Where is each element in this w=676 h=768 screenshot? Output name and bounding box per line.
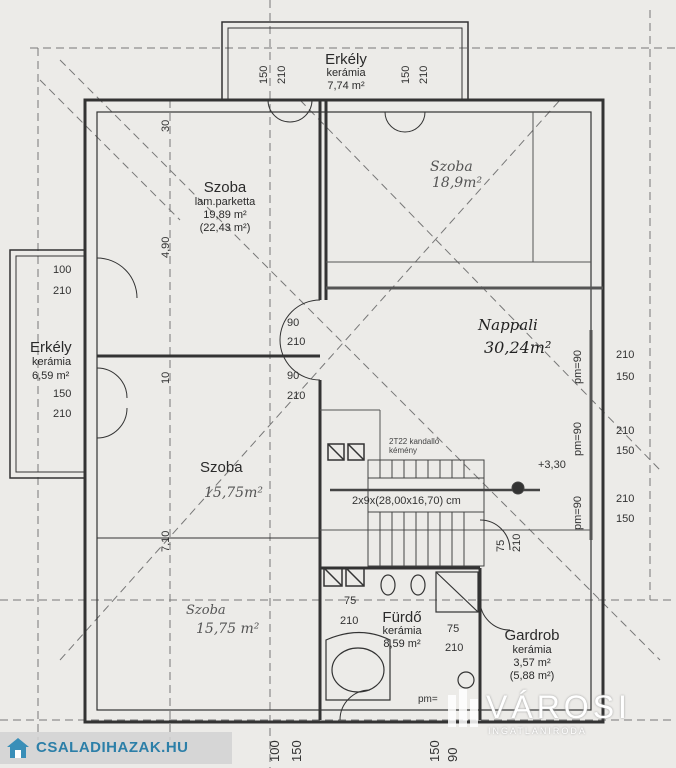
balcony-door-b-height: 210	[418, 65, 430, 84]
balcony-top-material: kerámia	[326, 67, 366, 79]
bath-door-height: 210	[340, 615, 359, 627]
ward-door-height: 210	[445, 642, 464, 654]
brand-logo-icon	[446, 689, 480, 729]
pm-bath: pm=	[418, 694, 438, 705]
bathroom-fixtures	[325, 571, 479, 701]
room-sw-hand-name-2: Szoba	[186, 603, 226, 618]
inner-door-a-width: 90	[287, 317, 300, 329]
watermark-left-text: CSALADIHAZAK.HU	[36, 739, 189, 756]
window-2-width: 210	[616, 425, 635, 437]
window-3-width: 210	[616, 493, 635, 505]
brand-sub: INGATLANIRODA	[488, 726, 587, 736]
balcony-door-a-height: 210	[276, 65, 288, 84]
wardrobe-area-gross: (5,88 m²)	[509, 670, 555, 682]
bath-material: kerámia	[382, 625, 422, 637]
left-balcony-outline	[9, 249, 85, 479]
wardrobe-name: Gardrob	[504, 627, 560, 644]
inner-door-b-height: 210	[287, 390, 306, 402]
room-depth-b: 7,10	[160, 530, 172, 552]
balcony-top-name: Erkély	[325, 51, 367, 68]
room-nw-material: lam.parketta	[194, 196, 256, 208]
side-door-height: 210	[53, 285, 72, 297]
level-mark: +3,30	[538, 459, 566, 471]
pm-c: pm=90	[572, 496, 584, 530]
balcony-left-name: Erkély	[30, 339, 72, 356]
room-sw-hand-area: 15,75m²	[204, 485, 263, 501]
pm-a: pm=90	[572, 350, 584, 384]
chimney-boxes	[323, 443, 365, 587]
bottom-dim-c: 150	[427, 740, 442, 762]
window-3-height: 150	[616, 513, 635, 525]
wardrobe-area: 3,57 m²	[513, 657, 551, 669]
balcony-door-b-width: 150	[400, 65, 412, 84]
wardrobe-material: kerámia	[512, 644, 552, 656]
chimney-label: 2T22 kandalló kémény	[389, 437, 440, 455]
inner-door-b-width: 90	[287, 370, 300, 382]
stair-door-height: 210	[511, 533, 523, 552]
left-balcony-door-width: 150	[53, 388, 72, 400]
side-door-width: 100	[53, 264, 72, 276]
room-sw-name: Szoba	[200, 459, 243, 476]
wall-mid: 10	[160, 371, 172, 384]
watermark-left: CSALADIHAZAK.HU	[0, 732, 232, 764]
wall-height-a: 30	[160, 119, 172, 132]
room-ne-hand-name: Szoba	[430, 159, 473, 175]
house-logo-icon	[6, 737, 30, 759]
window-2-height: 150	[616, 445, 635, 457]
ward-door-width: 75	[447, 623, 460, 635]
bath-name: Fürdő	[382, 609, 422, 626]
window-1-width: 210	[616, 349, 635, 361]
bottom-dim-d: 90	[445, 747, 460, 762]
room-nw-name: Szoba	[203, 179, 247, 196]
left-balcony-door-height: 210	[53, 408, 72, 420]
room-nw-area-gross: (22,43 m²)	[199, 222, 251, 234]
pm-b: pm=90	[572, 422, 584, 456]
balcony-door-a-width: 150	[258, 65, 270, 84]
inner-door-a-height: 210	[287, 336, 306, 348]
living-room-name: Nappali	[478, 316, 538, 334]
window-1-height: 150	[616, 371, 635, 383]
bottom-dim-b: 150	[289, 740, 304, 762]
bottom-dim-a: 100	[267, 740, 282, 762]
living-room-area: 30,24m²	[484, 338, 552, 357]
top-balcony-outline	[221, 21, 469, 100]
bath-area: 8,59 m²	[383, 638, 421, 650]
room-ne-hand-area: 18,9m²	[432, 175, 483, 191]
partition-lines	[320, 112, 603, 540]
door-swings	[96, 99, 511, 721]
room-nw-area: 19,89 m²	[203, 209, 247, 221]
room-depth: 4,90	[160, 236, 172, 258]
staircase	[330, 459, 540, 567]
balcony-top-area: 7,74 m²	[327, 80, 365, 92]
interior-walls	[97, 100, 482, 720]
brand-name: VÁROSI	[486, 689, 631, 725]
bath-door-width: 75	[344, 595, 357, 607]
watermark-brand: VÁROSI INGATLANIRODA	[446, 685, 652, 745]
stairs-spec: 2x9x(28,00x16,70) cm	[352, 495, 461, 507]
room-sw-hand-area-2: 15,75 m²	[196, 621, 260, 637]
stair-door-width: 75	[495, 539, 507, 552]
balcony-left-area: 6,59 m²	[32, 370, 70, 382]
balcony-left-material: kerámia	[32, 356, 72, 368]
